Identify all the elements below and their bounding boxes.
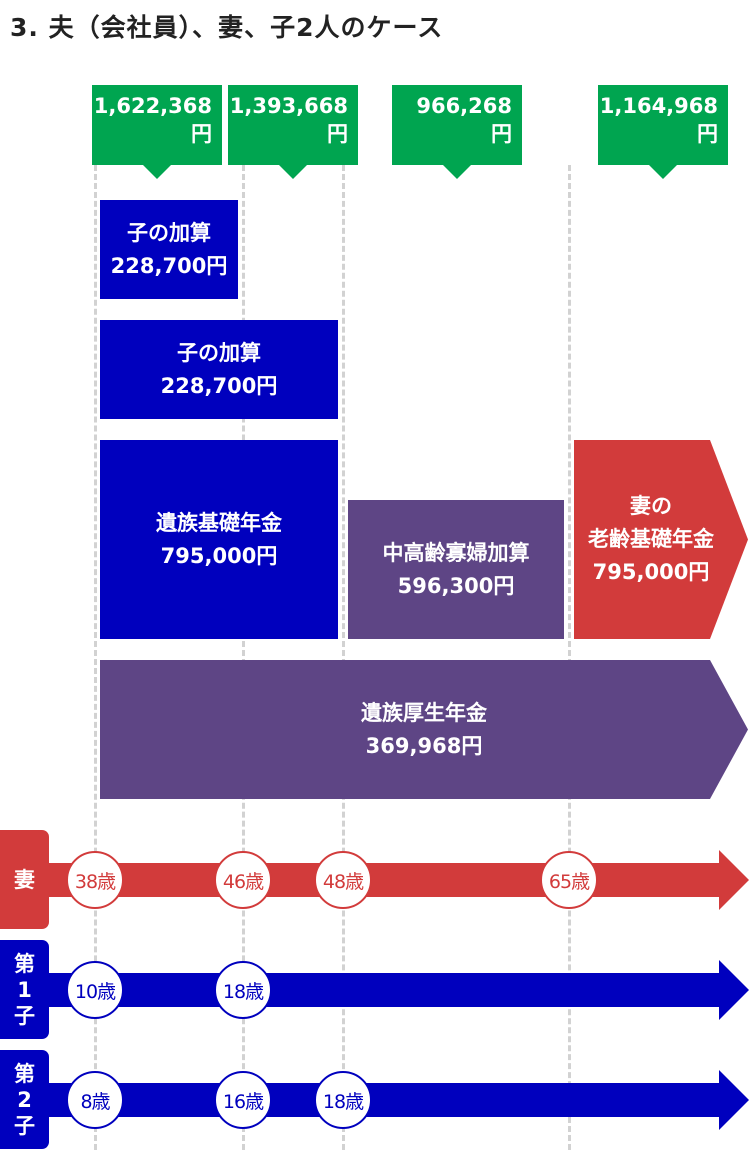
block-amount: 795,000円 [160,543,278,568]
person-label-text: 第 [14,951,35,976]
block-label-line2: 老齢基礎年金 [588,527,714,551]
wife-age-48: 48歳 [314,851,372,909]
wife-timeline-arrowhead [719,850,749,910]
block-label-line1: 妻の [630,494,672,518]
total-unit: 円 [191,122,212,146]
total-amount: 966,268 [416,94,512,118]
total-unit: 円 [491,122,512,146]
page-title: 3. 夫（会社員）、妻、子2人のケース [10,13,444,42]
child2-label: 第 2 子 [0,1050,49,1149]
total-callout-1: 1,622,368 円 [92,85,222,179]
child2-age-18: 18歳 [314,1071,372,1129]
person-label-text: 子 [14,1113,35,1138]
block-amount: 228,700円 [160,373,278,398]
total-unit: 円 [697,122,718,146]
block-label: 子の加算 [177,340,261,365]
guide-line-46 [242,165,245,1150]
wife-age-38: 38歳 [66,851,124,909]
total-unit: 円 [327,122,348,146]
child1-label: 第 1 子 [0,940,49,1039]
total-amount: 1,393,668 [229,94,348,118]
block-amount: 596,300円 [397,573,515,598]
total-callout-3: 966,268 円 [392,85,522,179]
wife-label: 妻 [0,830,49,929]
block-label: 子の加算 [127,220,211,245]
person-label-text: 1 [17,977,32,1002]
total-amount: 1,622,368 [93,94,212,118]
child1-timeline-bar [49,973,719,1007]
block-label: 中高齢寡婦加算 [382,540,530,565]
person-label-text: 第 [14,1061,35,1086]
block-amount: 795,000円 [592,560,710,584]
wife-timeline-bar [49,863,719,897]
guide-line-38 [94,165,97,1150]
child2-timeline-arrowhead [719,1070,749,1130]
child2-age-8: 8歳 [66,1071,124,1129]
child2-age-16: 16歳 [214,1071,272,1129]
child1-timeline-arrowhead [719,960,749,1020]
child1-age-10: 10歳 [66,961,124,1019]
child1-age-18: 18歳 [214,961,272,1019]
survivor-basic-pension-block: 遺族基礎年金 795,000円 [100,440,338,639]
middle-aged-widow-addition-block: 中高齢寡婦加算 596,300円 [348,500,564,639]
wife-age-46: 46歳 [214,851,272,909]
guide-line-48 [342,165,345,1150]
guide-line-65 [568,165,571,1150]
wife-old-age-pension-block: 妻の 老齢基礎年金 795,000円 [574,440,748,639]
wife-age-65: 65歳 [540,851,598,909]
child2-timeline-bar [49,1083,719,1117]
person-label-text: 2 [17,1087,32,1112]
total-callout-4: 1,164,968 円 [598,85,728,179]
total-amount: 1,164,968 [599,94,718,118]
block-label: 遺族厚生年金 [361,700,487,725]
child-addition-block-2: 子の加算 228,700円 [100,320,338,419]
block-amount: 369,968円 [365,733,483,758]
survivor-welfare-pension-block: 遺族厚生年金 369,968円 [100,660,748,799]
person-label-text: 子 [14,1003,35,1028]
total-callout-2: 1,393,668 円 [228,85,358,179]
person-label-text: 妻 [14,867,35,892]
child-addition-block-1: 子の加算 228,700円 [100,200,238,299]
block-label: 遺族基礎年金 [156,510,282,535]
block-amount: 228,700円 [110,253,228,278]
